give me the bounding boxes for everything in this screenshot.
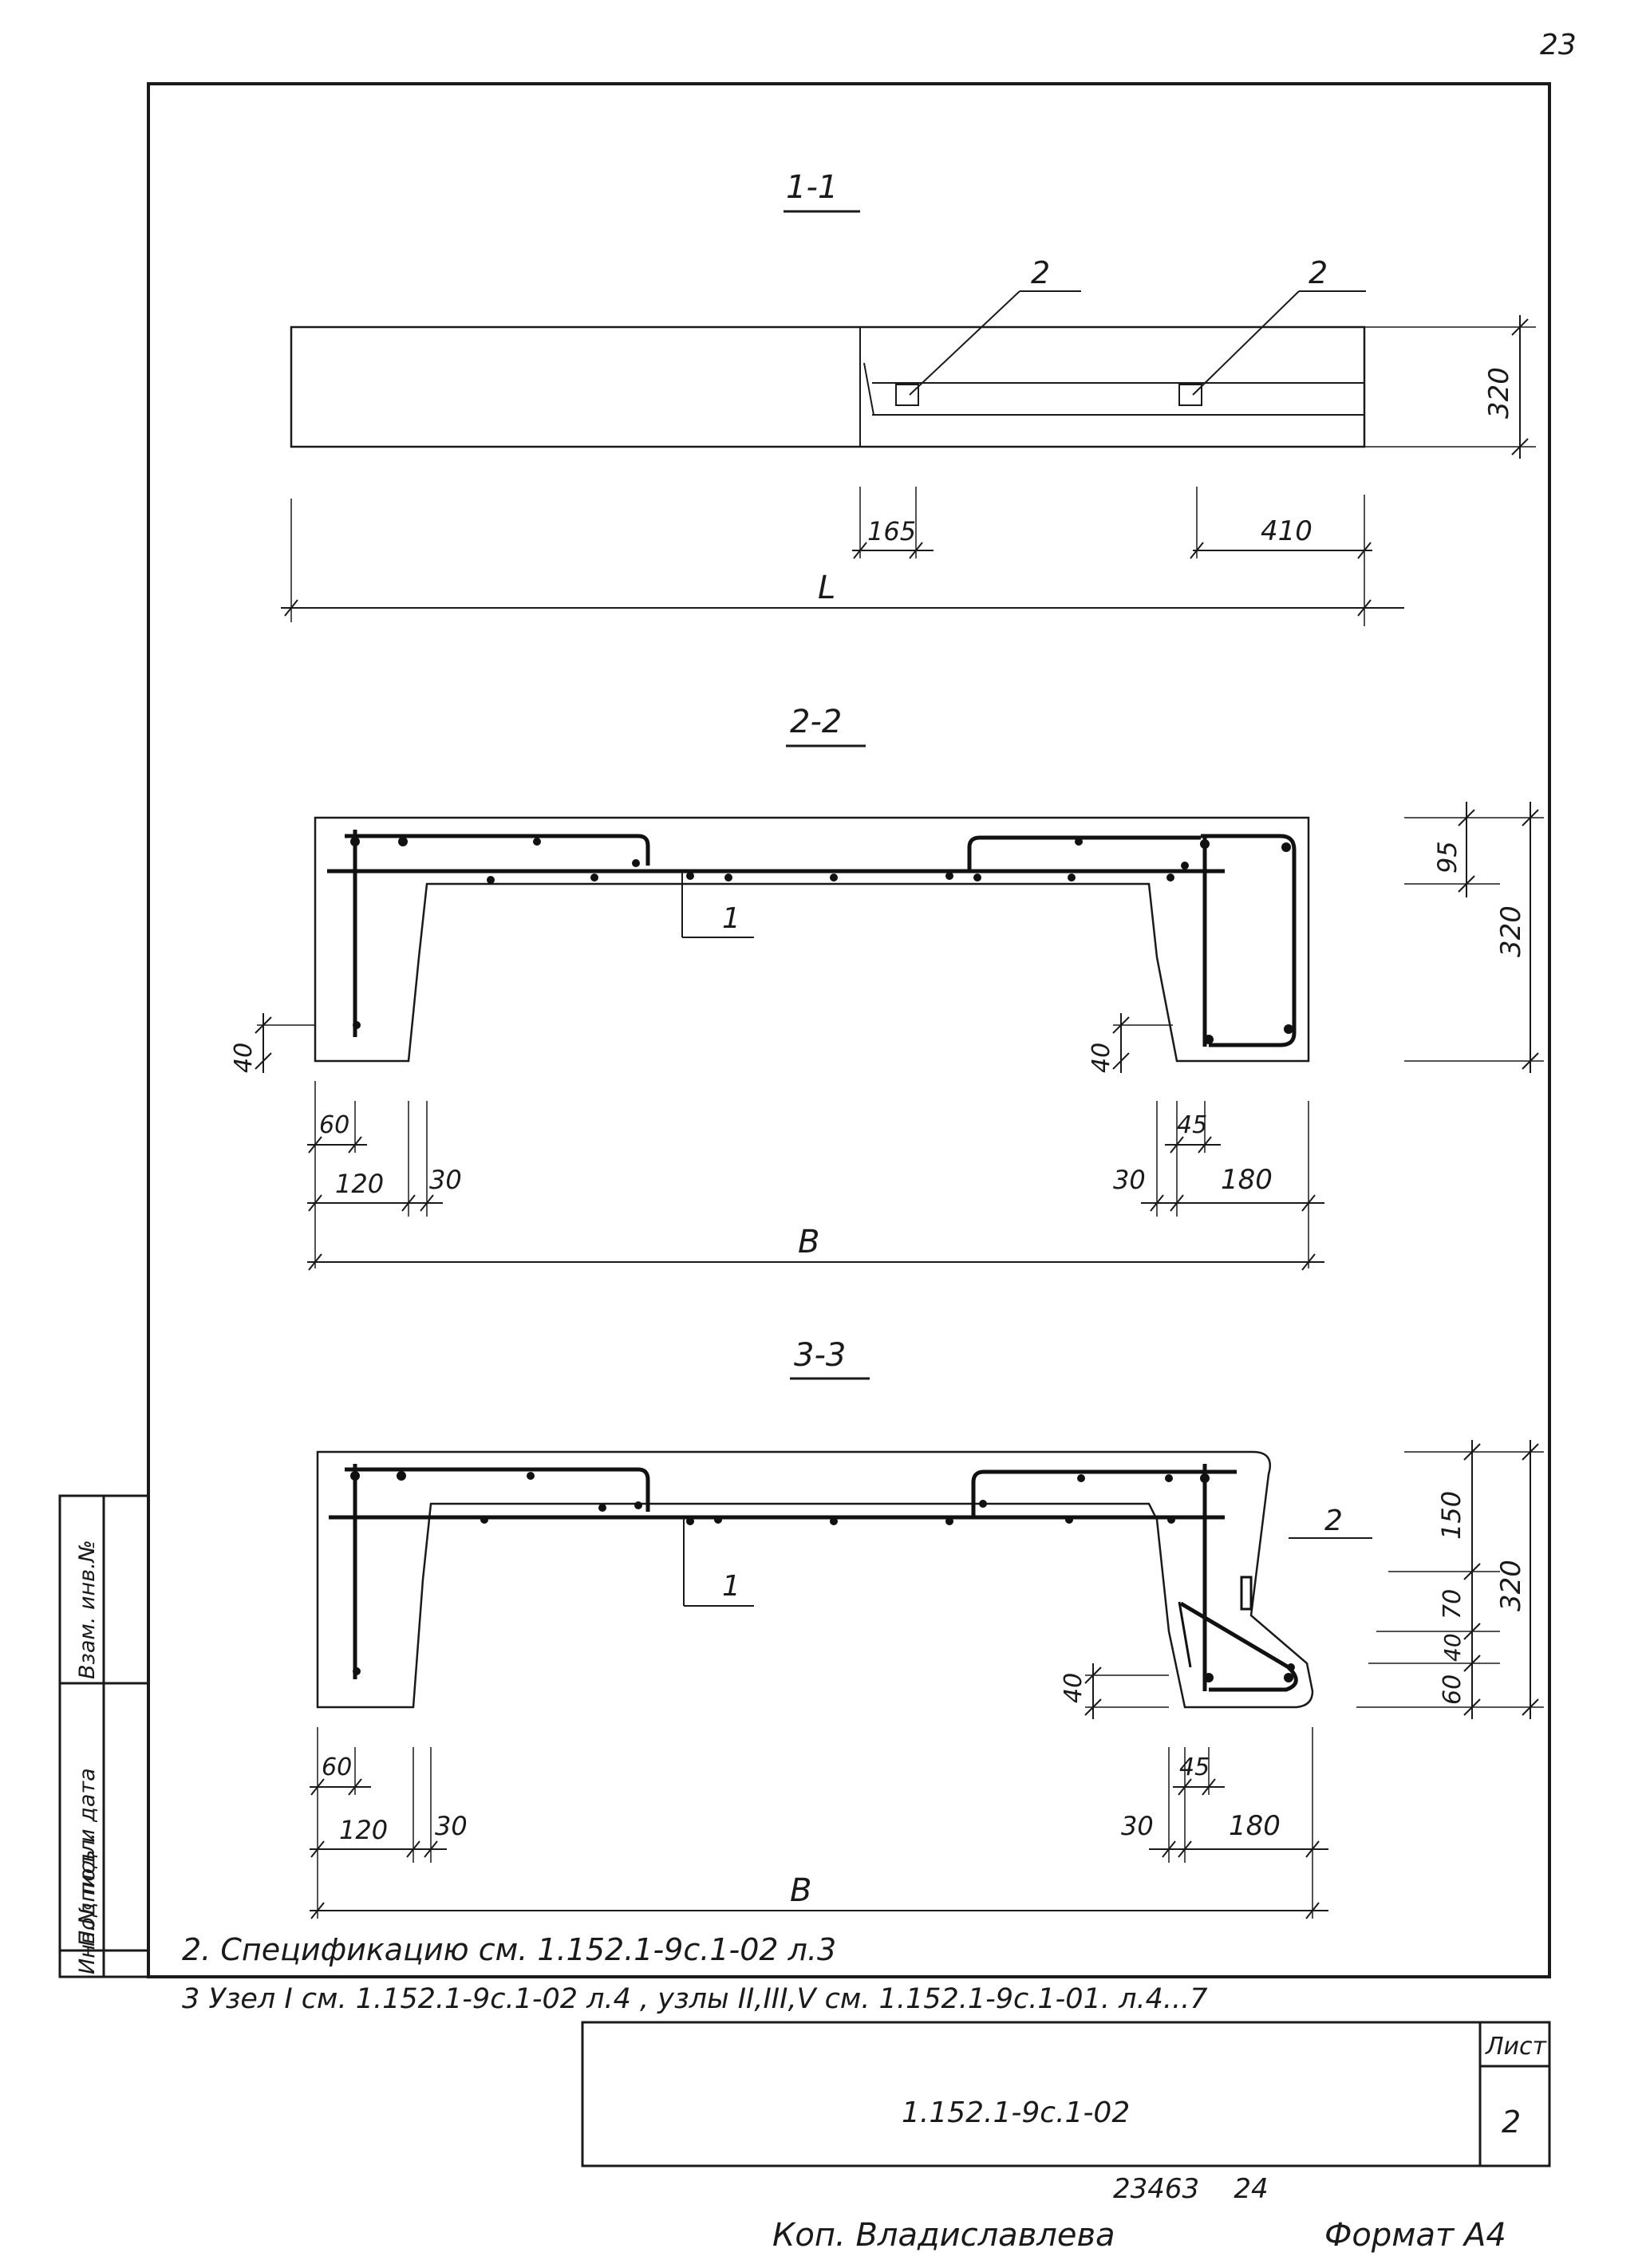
- format-label: Формат А4: [1324, 2217, 1506, 2254]
- dim-B-s2: B: [798, 1224, 819, 1260]
- dim-410: 410: [1261, 515, 1312, 547]
- title-sheet-number: 2: [1502, 2104, 1521, 2140]
- section-3-3-title: 3-3: [794, 1337, 846, 1374]
- dim-30-right-s2: 30: [1113, 1165, 1146, 1195]
- title-sheet-label: Лист: [1485, 2033, 1548, 2061]
- section-2-2-title: 2-2: [790, 704, 842, 740]
- stamp-replaced-inv: Взам. инв.№: [75, 1540, 100, 1679]
- dim-150-s3: 150: [1436, 1491, 1466, 1540]
- dim-95: 95: [1432, 841, 1462, 874]
- side-stamp: Инв.№ подл. Подпись и дата Взам. инв.№: [58, 1494, 150, 1978]
- corner-number: 23: [1540, 29, 1577, 61]
- callout-1-s2: 1: [722, 902, 740, 935]
- drawing-frame: [147, 82, 1551, 1978]
- dim-30-left-s2: 30: [429, 1165, 462, 1195]
- dim-30-right-s3: 30: [1121, 1811, 1154, 1841]
- section-2-2: 2-2 1 9: [230, 704, 1544, 1271]
- dim-70-s3: 70: [1439, 1589, 1466, 1619]
- copied-by: Коп. Владиславлева: [772, 2217, 1115, 2254]
- title-doc-code: 1.152.1-9с.1-02: [902, 2096, 1130, 2129]
- callout-2-s3: 2: [1324, 1505, 1343, 1537]
- dim-165: 165: [867, 516, 916, 546]
- dim-40-left-s2: 40: [230, 1043, 258, 1073]
- dim-B-s3: B: [790, 1872, 811, 1909]
- note-2: 2. Спецификацию см. 1.152.1-9с.1-02 л.3: [182, 1932, 836, 1967]
- dim-320-s2: 320: [1495, 905, 1527, 957]
- dim-320-s1: 320: [1483, 367, 1515, 419]
- section-1-1-title: 1-1: [786, 169, 838, 206]
- dim-40-rib-s3: 40: [1060, 1673, 1088, 1703]
- dim-60-s2: 60: [319, 1111, 349, 1139]
- note-3: 3 Узел I см. 1.152.1-9с.1-02 л.4 , узлы …: [182, 1983, 1208, 2015]
- dim-45-s2: 45: [1177, 1111, 1207, 1139]
- callout-1-s3: 1: [722, 1570, 740, 1603]
- dim-120-s2: 120: [335, 1169, 384, 1199]
- dim-60-s3: 60: [322, 1753, 352, 1781]
- section-3-3: 3-3 1 2: [310, 1337, 1544, 1919]
- dim-45-s3: 45: [1179, 1753, 1210, 1781]
- callout-2-left: 2: [1031, 255, 1050, 290]
- dim-30-left-s3: 30: [435, 1811, 468, 1841]
- stamp-inv-no: Инв.№ подл.: [75, 1832, 100, 1974]
- dim-180-s3: 180: [1229, 1810, 1281, 1842]
- stamp-signature-date: Подпись и дата: [75, 1768, 100, 1947]
- title-block: 1.152.1-9с.1-02 Лист 2: [581, 2021, 1551, 2167]
- section-1-1: 1-1 2 2 320 165: [281, 169, 1536, 626]
- dim-40-right-s2: 40: [1088, 1043, 1115, 1073]
- callout-2-right: 2: [1309, 255, 1328, 290]
- dim-180-s2: 180: [1221, 1164, 1273, 1196]
- bottom-numbers: 23463 24: [1113, 2173, 1269, 2205]
- dim-120-s3: 120: [339, 1815, 388, 1845]
- dim-60-vert-s3: 60: [1439, 1674, 1466, 1705]
- notes: 2. Спецификацию см. 1.152.1-9с.1-02 л.3 …: [182, 1932, 1208, 2015]
- rebar-dots-s3: [350, 1471, 1295, 1682]
- dim-40-s3: 40: [1439, 1633, 1466, 1662]
- rebar-dots-s2: [350, 837, 1293, 1044]
- dim-320-s3: 320: [1495, 1560, 1527, 1611]
- dim-L: L: [818, 570, 835, 606]
